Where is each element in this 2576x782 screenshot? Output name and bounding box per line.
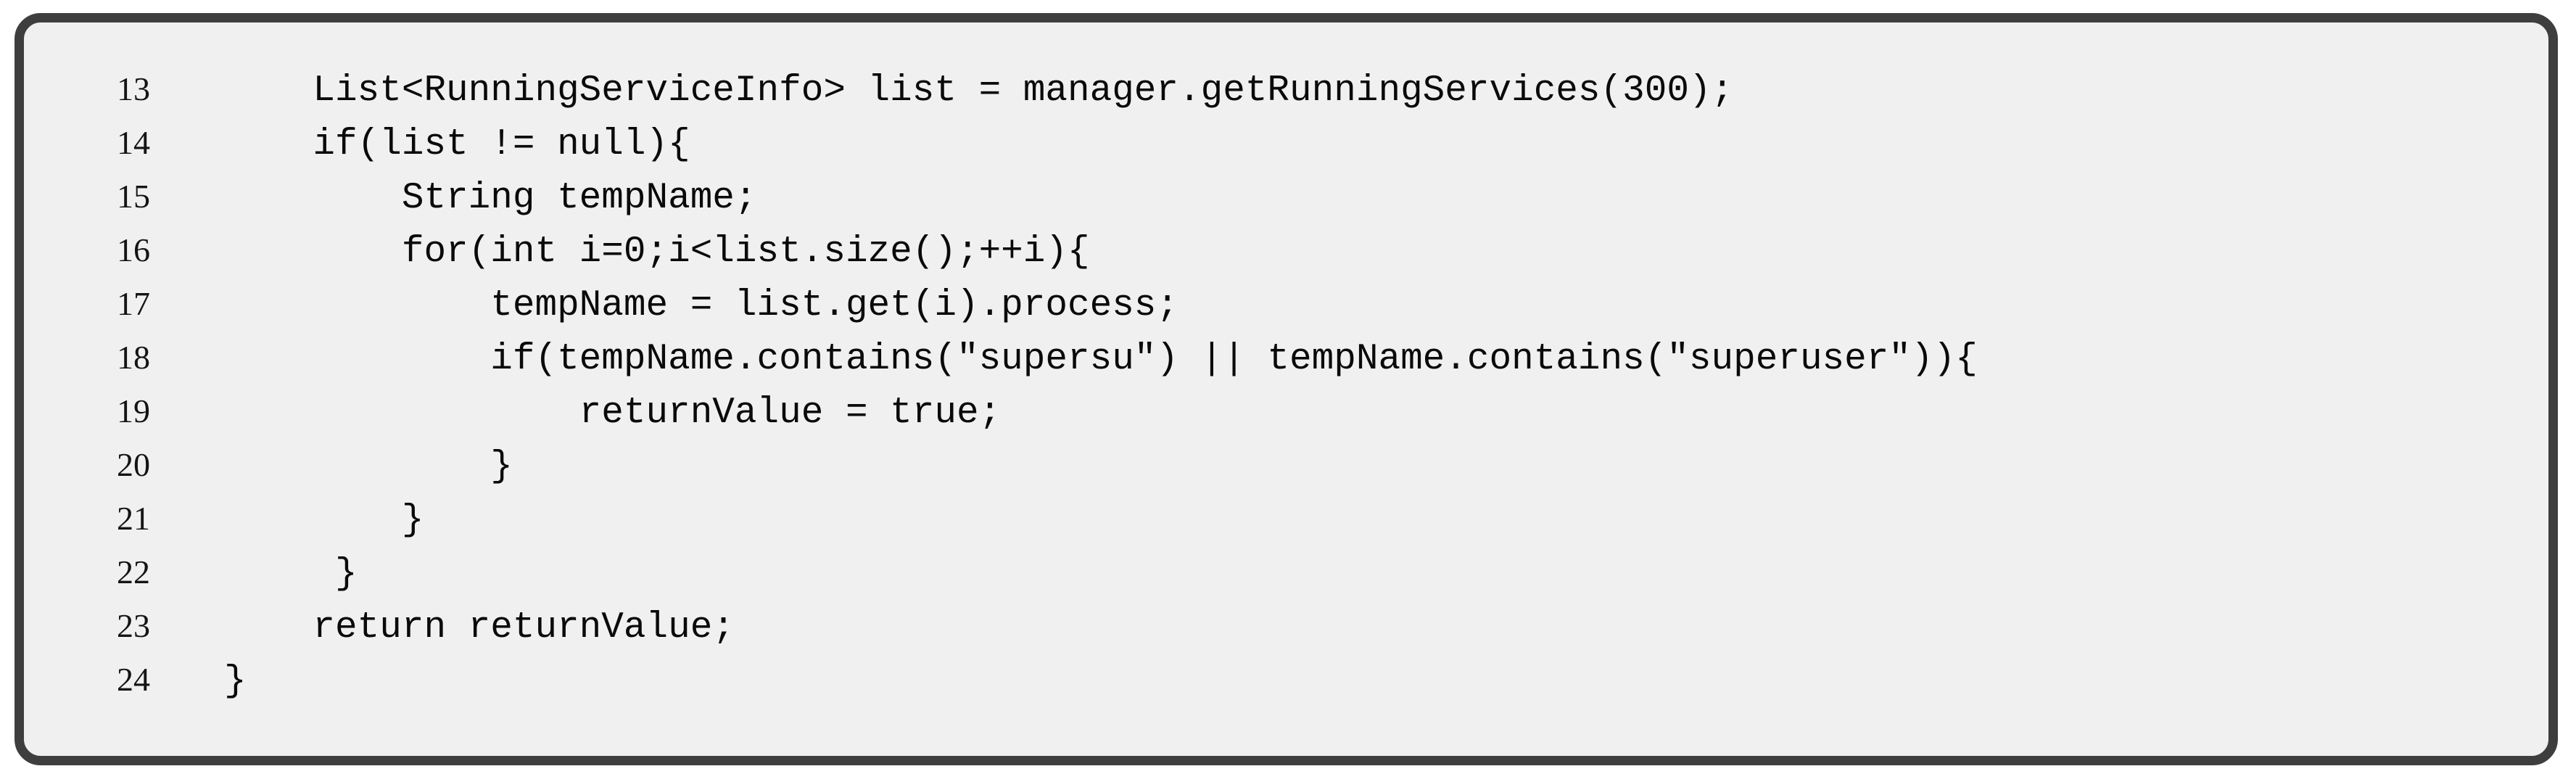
code-line: 19 returnValue = true; [117,384,2534,438]
code-text: List<RunningServiceInfo> list = manager.… [224,70,1734,112]
code-line: 17 tempName = list.get(i).process; [117,277,2534,331]
code-text: } [224,446,513,487]
code-text: String tempName; [224,178,757,219]
code-text: } [224,661,247,702]
line-number: 14 [117,124,150,161]
line-number: 19 [117,392,150,429]
code-line: 23 return returnValue; [117,599,2534,653]
line-number: 18 [117,339,150,376]
line-number: 20 [117,446,150,483]
code-line: 20 } [117,438,2534,492]
code-text: if(tempName.contains("supersu") || tempN… [224,339,1978,380]
code-text: if(list != null){ [224,124,690,165]
line-number: 13 [117,70,150,107]
code-line: 16 for(int i=0;i<list.size();++i){ [117,223,2534,277]
code-text: returnValue = true; [224,392,1002,434]
code-listing-body: 13 List<RunningServiceInfo> list = manag… [24,22,2548,707]
code-line: 24} [117,653,2534,707]
code-line: 15 String tempName; [117,170,2534,223]
line-number: 23 [117,607,150,644]
code-text: for(int i=0;i<list.size();++i){ [224,231,1090,273]
code-line: 18 if(tempName.contains("supersu") || te… [117,331,2534,384]
line-number: 21 [117,500,150,537]
code-line: 14 if(list != null){ [117,116,2534,170]
line-number: 22 [117,553,150,590]
code-text: return returnValue; [224,607,735,649]
line-number: 15 [117,178,150,215]
code-line: 13 List<RunningServiceInfo> list = manag… [117,62,2534,116]
line-number: 16 [117,231,150,268]
code-text: tempName = list.get(i).process; [224,285,1179,326]
line-number: 24 [117,661,150,698]
code-line: 21 } [117,492,2534,546]
code-listing-panel: 13 List<RunningServiceInfo> list = manag… [15,13,2558,765]
line-number: 17 [117,285,150,322]
code-text: } [224,500,424,541]
code-line: 22 } [117,546,2534,599]
code-text: } [224,553,358,595]
